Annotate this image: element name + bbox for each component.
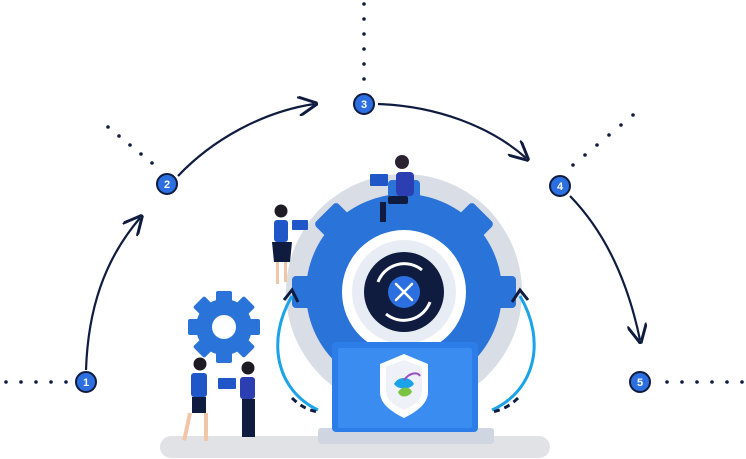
arrow-3-to-4 <box>377 102 526 158</box>
person-woman-standing <box>272 204 308 284</box>
step-5-label: 5 <box>637 377 643 389</box>
dotted-guide-2 <box>106 125 154 165</box>
step-1-label: 1 <box>83 377 89 389</box>
flow-arrows <box>84 102 640 371</box>
dotted-guide-left <box>4 380 68 384</box>
dotted-guide-4 <box>571 113 635 167</box>
laptop <box>318 342 494 444</box>
step-marker-3: 3 <box>353 93 375 115</box>
dotted-guide-right <box>665 380 744 384</box>
step-4-label: 4 <box>557 181 564 193</box>
step-marker-1: 1 <box>75 371 97 393</box>
dotted-guides <box>4 2 744 384</box>
step-3-label: 3 <box>361 99 367 111</box>
person-woman-bottom <box>218 361 255 437</box>
step-marker-5: 5 <box>629 371 651 393</box>
laptop-icon <box>218 378 236 389</box>
refresh-arrows-icon <box>376 262 432 322</box>
dotted-guide-top <box>362 2 366 81</box>
person-man-bottom <box>182 357 208 441</box>
step-marker-2: 2 <box>156 173 178 195</box>
cycle-arrow-right <box>491 287 536 414</box>
wrench-screwdriver-icon <box>394 282 414 302</box>
laptop-icon <box>370 174 388 186</box>
step-marker-4: 4 <box>549 175 571 197</box>
arrow-1-to-2 <box>84 218 140 371</box>
step-2-label: 2 <box>164 179 170 191</box>
cycle-arrow-left <box>276 287 319 414</box>
small-gear-icon <box>188 291 260 363</box>
tablet-icon <box>292 220 308 230</box>
arrow-2-to-3 <box>177 104 314 177</box>
arrow-4-to-5 <box>569 195 640 340</box>
person-top-sitting <box>370 155 414 222</box>
shield-hummingbird-icon <box>380 354 428 418</box>
